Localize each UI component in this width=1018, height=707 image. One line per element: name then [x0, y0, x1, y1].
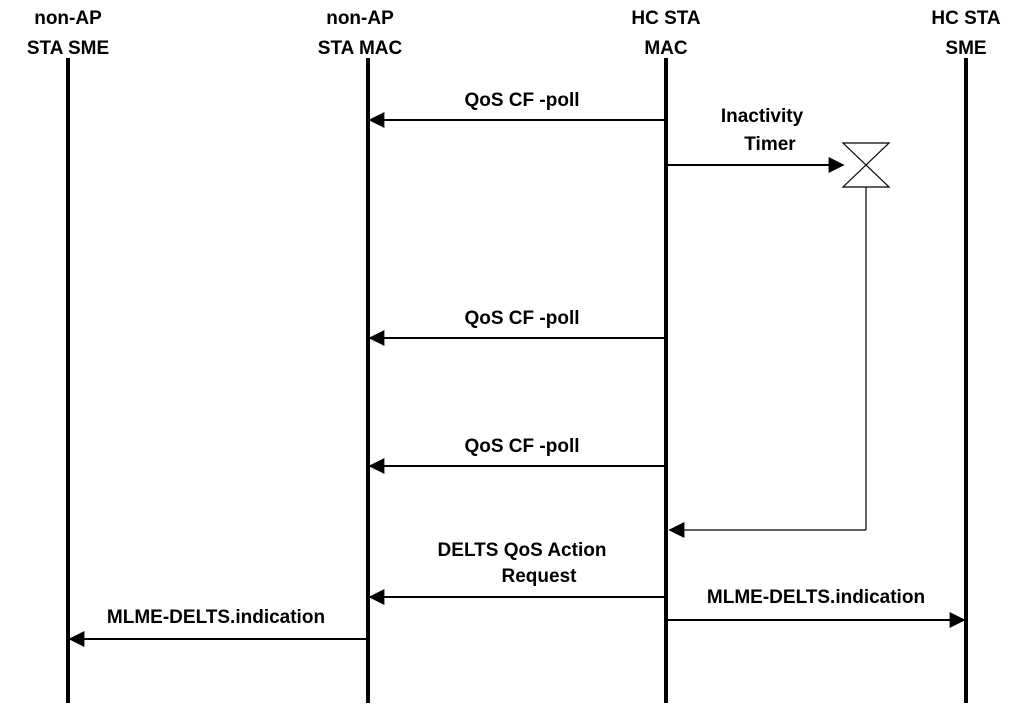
message-qos-cf-poll-2: QoS CF -poll	[368, 308, 666, 346]
message-delts-qos-action-request: DELTS QoS Action Request	[368, 540, 666, 605]
message-label: MLME-DELTS.indication	[707, 587, 925, 608]
participant-label-line1: HC STA	[631, 8, 701, 29]
participant-non-ap-sta-sme: non-AP STA SME	[27, 8, 109, 59]
participant-label-line2: SME	[945, 38, 986, 59]
message-qos-cf-poll-1: QoS CF -poll	[368, 90, 666, 128]
message-label-line1: DELTS QoS Action	[438, 540, 607, 561]
message-label: QoS CF -poll	[464, 90, 579, 111]
timer-label-line2: Timer	[744, 134, 796, 155]
message-label-line2: Request	[502, 566, 578, 587]
message-label: MLME-DELTS.indication	[107, 607, 325, 628]
inactivity-timer: Inactivity Timer	[666, 106, 891, 538]
participant-label-line2: STA MAC	[318, 38, 403, 59]
message-mlme-delts-indication-sta: MLME-DELTS.indication	[68, 607, 368, 647]
hourglass-icon	[841, 142, 891, 188]
message-qos-cf-poll-3: QoS CF -poll	[368, 436, 666, 474]
participant-hc-sta-mac: HC STA MAC	[631, 8, 701, 59]
participant-label-line2: MAC	[644, 38, 688, 59]
participant-non-ap-sta-mac: non-AP STA MAC	[318, 8, 403, 59]
message-label: QoS CF -poll	[464, 436, 579, 457]
participant-label-line1: non-AP	[34, 8, 102, 29]
participant-hc-sta-sme: HC STA SME	[931, 8, 1001, 59]
message-label: QoS CF -poll	[464, 308, 579, 329]
message-mlme-delts-indication-hc: MLME-DELTS.indication	[666, 587, 966, 628]
timer-label-line1: Inactivity	[721, 106, 804, 127]
participant-label-line2: STA SME	[27, 38, 109, 59]
participant-label-line1: HC STA	[931, 8, 1001, 29]
participant-label-line1: non-AP	[326, 8, 394, 29]
